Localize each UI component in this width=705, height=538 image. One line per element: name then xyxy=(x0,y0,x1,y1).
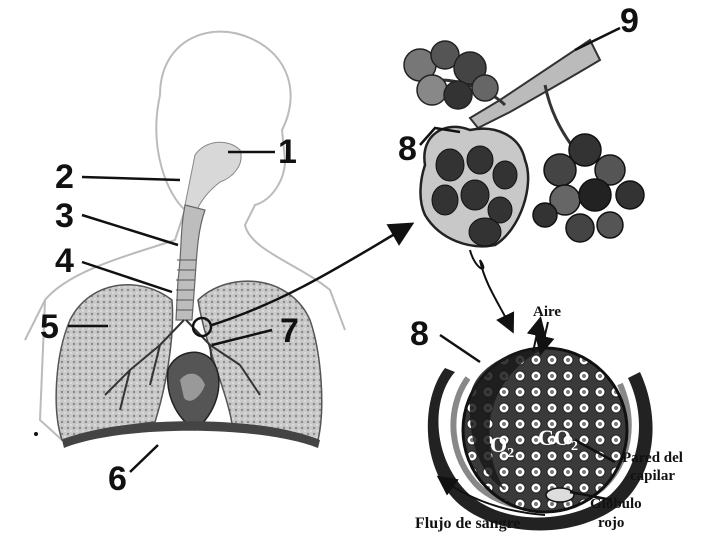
left-lung xyxy=(198,281,322,440)
label-1-nasal-cavity: 1 xyxy=(278,133,297,171)
label-7-bronchi: 7 xyxy=(280,312,299,350)
o2-subscript: 2 xyxy=(507,446,514,461)
label-8-alveolus-bottom: 8 xyxy=(410,315,429,353)
label-9-bronchiole: 9 xyxy=(620,2,639,40)
co2-text: CO xyxy=(538,425,571,450)
blood-flow-label: Flujo de sangre xyxy=(415,515,520,532)
red-blood-cell xyxy=(546,488,574,502)
label-3-larynx: 3 xyxy=(55,197,74,235)
capillary-wall-label-line1: Pared del xyxy=(622,450,683,466)
stray-mark xyxy=(34,432,38,436)
alveolar-sac-upper-left xyxy=(404,41,498,109)
red-blood-cell-label-line1: Glóbulo xyxy=(590,496,642,512)
label-6-diaphragm: 6 xyxy=(108,460,127,498)
air-label: Aire xyxy=(533,304,561,320)
label-5-lung: 5 xyxy=(40,308,59,346)
label-2-pharynx: 2 xyxy=(55,158,74,196)
alveolar-sac-right xyxy=(533,134,644,242)
red-blood-cell-label-line2: rojo xyxy=(598,515,624,531)
bronchiole-cluster xyxy=(404,40,644,246)
co2-subscript: 2 xyxy=(571,439,578,454)
zoom-arrow-sac-to-alveolus xyxy=(470,250,512,330)
capillary-wall-label-line2: capilar xyxy=(630,468,675,484)
label-8-alveoli-top: 8 xyxy=(398,130,417,168)
o2-text: O xyxy=(490,432,507,457)
label-4-trachea: 4 xyxy=(55,242,74,280)
